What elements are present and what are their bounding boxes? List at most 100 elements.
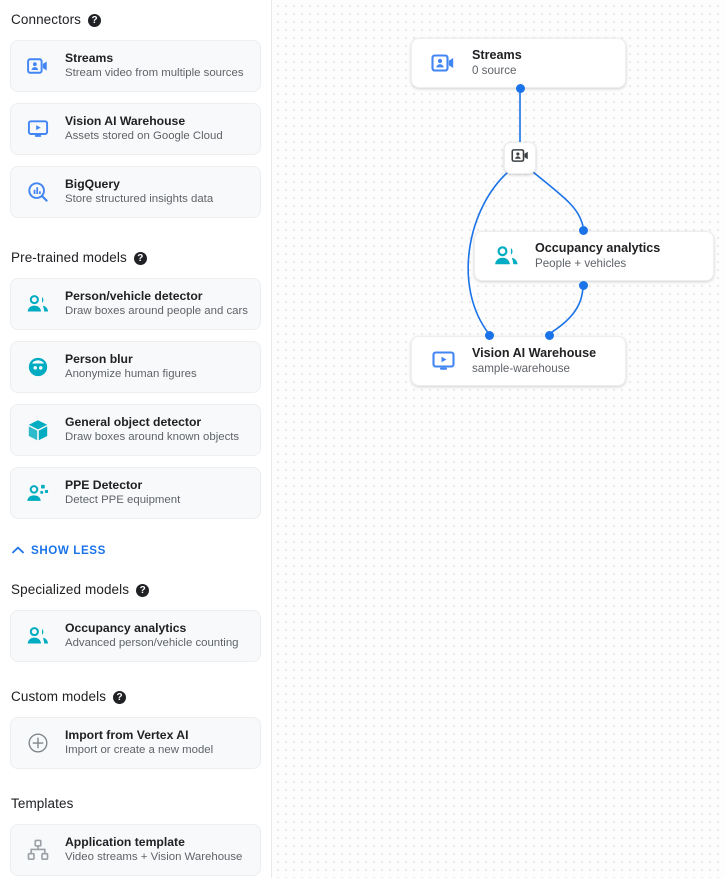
spacer bbox=[10, 780, 261, 793]
sidebar-item-occupancy-analytics[interactable]: Occupancy analytics Advanced person/vehi… bbox=[10, 610, 261, 662]
sidebar-item-text: Import from Vertex AI Import or create a… bbox=[65, 728, 213, 758]
graph-node-title: Occupancy analytics bbox=[535, 241, 661, 255]
sidebar-item-subtitle: Import or create a new model bbox=[65, 744, 214, 756]
sidebar-item-title: Import from Vertex AI bbox=[65, 728, 189, 742]
sidebar-item-bigquery[interactable]: BigQuery Store structured insights data bbox=[10, 166, 261, 218]
spacer bbox=[10, 601, 261, 610]
sidebar-item-title: PPE Detector bbox=[65, 478, 143, 492]
monitor-play-icon bbox=[25, 119, 51, 139]
graph-node-subtitle: sample-warehouse bbox=[472, 362, 570, 375]
sidebar-item-text: BigQuery Store structured insights data bbox=[65, 177, 213, 207]
graph-node-vision-ai-warehouse[interactable]: Vision AI Warehouse sample-warehouse bbox=[411, 336, 626, 386]
sidebar-item-import-from-vertex-ai[interactable]: Import from Vertex AI Import or create a… bbox=[10, 717, 261, 769]
sidebar-item-title: General object detector bbox=[65, 415, 202, 429]
sidebar-item-title: BigQuery bbox=[65, 177, 120, 191]
show-less-button[interactable]: SHOW LESS bbox=[10, 539, 261, 561]
graph-canvas[interactable]: Streams 0 source bbox=[272, 0, 725, 878]
component-sidebar: Connectors ? Streams Stream video from m… bbox=[0, 0, 272, 878]
video-camera-icon bbox=[25, 57, 51, 75]
graph-node-streams[interactable]: Streams 0 source bbox=[411, 38, 626, 88]
spacer bbox=[10, 269, 261, 278]
graph-node-occupancy-analytics[interactable]: Occupancy analytics People + vehicles bbox=[474, 231, 714, 281]
spacer bbox=[10, 31, 261, 40]
sidebar-item-subtitle: Assets stored on Google Cloud bbox=[65, 130, 223, 142]
sidebar-item-text: Person/vehicle detector Draw boxes aroun… bbox=[65, 289, 248, 319]
graph-node-text: Occupancy analytics People + vehicles bbox=[535, 240, 660, 272]
sidebar-item-title: Occupancy analytics bbox=[65, 621, 187, 635]
sidebar-item-subtitle: Anonymize human figures bbox=[65, 368, 197, 380]
graph-port-warehouse-input-right[interactable] bbox=[545, 331, 554, 340]
section-header-pre-trained-models: Pre-trained models ? bbox=[10, 247, 261, 269]
graph-port-occupancy-output[interactable] bbox=[579, 281, 588, 290]
sidebar-item-streams[interactable]: Streams Stream video from multiple sourc… bbox=[10, 40, 261, 92]
ppe-person-icon bbox=[25, 483, 51, 504]
sidebar-item-application-template[interactable]: Application template Video streams + Vis… bbox=[10, 824, 261, 876]
bigquery-search-icon bbox=[25, 181, 51, 203]
sidebar-item-text: Application template Video streams + Vis… bbox=[65, 835, 242, 865]
graph-node-title: Streams bbox=[472, 48, 522, 62]
sidebar-item-text: Person blur Anonymize human figures bbox=[65, 352, 197, 382]
graph-node-title: Vision AI Warehouse bbox=[472, 346, 597, 360]
sidebar-item-title: Vision AI Warehouse bbox=[65, 114, 186, 128]
sidebar-item-subtitle: Store structured insights data bbox=[65, 193, 214, 205]
monitor-play-icon bbox=[428, 350, 458, 372]
cube-icon bbox=[25, 419, 51, 442]
section-header-connectors: Connectors ? bbox=[10, 9, 261, 31]
sidebar-item-text: PPE Detector Detect PPE equipment bbox=[65, 478, 180, 508]
graph-node-text: Streams 0 source bbox=[472, 47, 522, 79]
help-icon[interactable]: ? bbox=[113, 690, 127, 704]
sidebar-item-subtitle: Draw boxes around known objects bbox=[65, 431, 240, 443]
sidebar-item-title: Application template bbox=[65, 835, 185, 849]
spacer bbox=[10, 673, 261, 686]
spacer bbox=[10, 815, 261, 824]
sidebar-item-person-vehicle-detector[interactable]: Person/vehicle detector Draw boxes aroun… bbox=[10, 278, 261, 330]
sidebar-item-subtitle: Advanced person/vehicle counting bbox=[65, 637, 239, 649]
sidebar-item-vision-ai-warehouse[interactable]: Vision AI Warehouse Assets stored on Goo… bbox=[10, 103, 261, 155]
sidebar-item-title: Person/vehicle detector bbox=[65, 289, 203, 303]
person-blur-icon bbox=[25, 356, 51, 378]
spacer bbox=[10, 561, 261, 579]
section-header-specialized-models: Specialized models ? bbox=[10, 579, 261, 601]
people-icon bbox=[25, 294, 51, 314]
sidebar-item-subtitle: Stream video from multiple sources bbox=[65, 67, 244, 79]
sidebar-item-ppe-detector[interactable]: PPE Detector Detect PPE equipment bbox=[10, 467, 261, 519]
sidebar-item-text: Vision AI Warehouse Assets stored on Goo… bbox=[65, 114, 223, 144]
sidebar-item-person-blur[interactable]: Person blur Anonymize human figures bbox=[10, 341, 261, 393]
show-less-label: SHOW LESS bbox=[31, 543, 106, 557]
sidebar-item-text: Streams Stream video from multiple sourc… bbox=[65, 51, 244, 81]
sidebar-item-general-object-detector[interactable]: General object detector Draw boxes aroun… bbox=[10, 404, 261, 456]
sidebar-item-subtitle: Video streams + Vision Warehouse bbox=[65, 851, 243, 863]
hierarchy-icon bbox=[25, 839, 51, 861]
graph-port-occupancy-input[interactable] bbox=[579, 226, 588, 235]
sidebar-item-subtitle: Draw boxes around people and cars bbox=[65, 305, 248, 317]
people-icon bbox=[25, 626, 51, 646]
graph-edges bbox=[467, 88, 584, 335]
sidebar-item-text: General object detector Draw boxes aroun… bbox=[65, 415, 239, 445]
graph-port-streams-output[interactable] bbox=[516, 84, 525, 93]
graph-node-stream-badge[interactable] bbox=[504, 142, 536, 174]
spacer bbox=[10, 708, 261, 717]
spacer bbox=[10, 530, 261, 539]
help-icon[interactable]: ? bbox=[88, 13, 102, 27]
sidebar-item-title: Streams bbox=[65, 51, 114, 65]
section-title: Connectors bbox=[11, 12, 82, 27]
video-camera-icon bbox=[428, 53, 458, 73]
help-icon[interactable]: ? bbox=[133, 251, 147, 265]
graph-node-text: Vision AI Warehouse sample-warehouse bbox=[472, 345, 596, 377]
section-title: Pre-trained models bbox=[11, 250, 127, 265]
section-title: Templates bbox=[11, 796, 74, 811]
plus-circle-icon bbox=[25, 732, 51, 754]
help-icon[interactable]: ? bbox=[136, 583, 150, 597]
sidebar-item-text: Occupancy analytics Advanced person/vehi… bbox=[65, 621, 239, 651]
section-header-templates: Templates bbox=[10, 793, 261, 815]
video-camera-icon bbox=[510, 148, 530, 168]
graph-node-subtitle: 0 source bbox=[472, 64, 517, 77]
graph-port-warehouse-input-left[interactable] bbox=[485, 331, 494, 340]
graph-node-subtitle: People + vehicles bbox=[535, 257, 627, 270]
chevron-up-icon bbox=[12, 544, 24, 557]
section-title: Specialized models bbox=[11, 582, 130, 597]
sidebar-item-subtitle: Detect PPE equipment bbox=[65, 494, 181, 506]
sidebar-item-title: Person blur bbox=[65, 352, 133, 366]
section-title: Custom models bbox=[11, 689, 107, 704]
